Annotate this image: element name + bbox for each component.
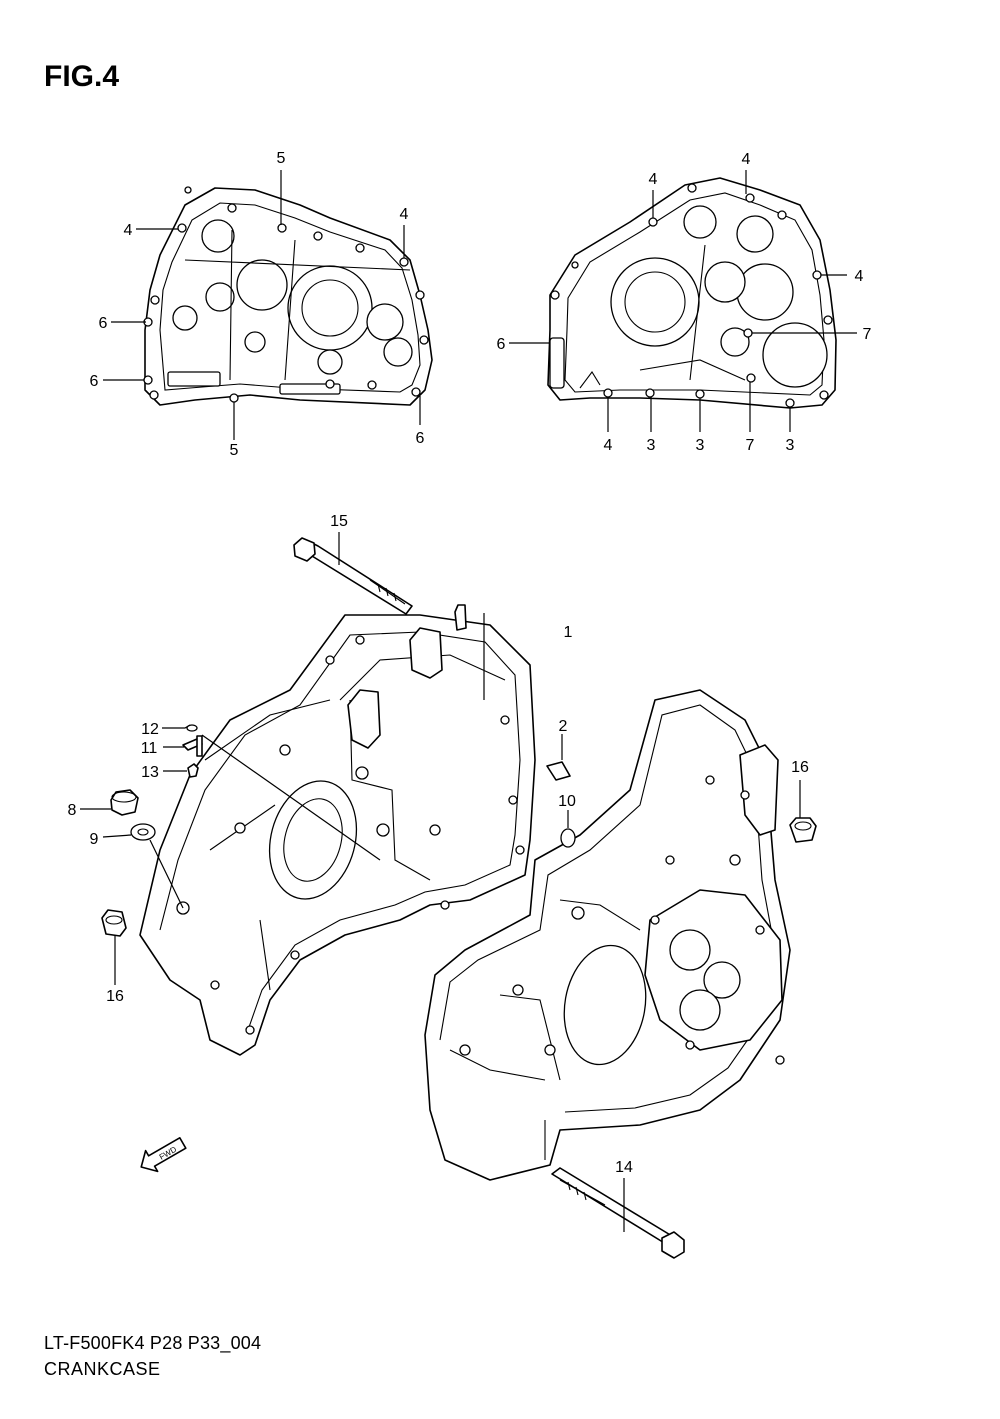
small-fittings-11-12-13 — [182, 724, 203, 778]
leader-lines — [80, 170, 857, 1232]
callout-main-14: 14 — [615, 1159, 633, 1176]
crankcase-right-part — [424, 689, 791, 1181]
callout-top-right-4c: 4 — [855, 268, 864, 285]
callout-main-16a: 16 — [106, 988, 124, 1005]
callout-top-right-3c: 3 — [786, 437, 795, 454]
callout-top-left-5a: 5 — [277, 150, 286, 167]
callout-top-right-7a: 7 — [863, 326, 872, 343]
callout-labels: 5 4 4 6 6 5 6 4 4 4 6 7 4 3 3 7 3 15 1 2… — [68, 150, 872, 1176]
gasket-9 — [130, 823, 156, 841]
callout-top-left-5b: 5 — [230, 442, 239, 459]
fwd-arrow-icon: FWD — [140, 1137, 187, 1173]
callout-top-right-4a: 4 — [649, 171, 658, 188]
figure-name: CRANKCASE — [44, 1359, 161, 1379]
crankcase-right-half-view — [547, 177, 837, 409]
callout-top-left-6b: 6 — [90, 373, 99, 390]
callout-top-right-6: 6 — [497, 336, 506, 353]
callout-top-left-6c: 6 — [416, 430, 425, 447]
dowel-pin-2 — [546, 761, 571, 781]
callout-main-8: 8 — [68, 802, 77, 819]
crankcase-left-part — [139, 604, 536, 1056]
nut-16-right — [789, 817, 817, 843]
callout-main-13: 13 — [141, 764, 159, 781]
callout-top-left-4a: 4 — [124, 222, 133, 239]
nut-16-left — [101, 909, 127, 937]
callout-top-right-4b: 4 — [742, 151, 751, 168]
callout-main-9: 9 — [90, 831, 99, 848]
crankcase-left-half-view — [143, 186, 433, 406]
plug-8 — [110, 789, 139, 816]
callout-top-right-7b: 7 — [746, 437, 755, 454]
callout-main-1: 1 — [564, 624, 573, 641]
callout-top-left-6a: 6 — [99, 315, 108, 332]
callout-main-10: 10 — [558, 793, 576, 810]
callout-main-11: 11 — [141, 740, 158, 757]
model-code: LT-F500FK4 P28 P33_004 — [44, 1333, 262, 1353]
callout-top-right-4d: 4 — [604, 437, 613, 454]
callout-main-16b: 16 — [791, 759, 809, 776]
figure-title: FIG.4 — [44, 60, 120, 93]
callout-main-12: 12 — [141, 721, 159, 738]
o-ring-10 — [560, 828, 576, 848]
callout-main-2: 2 — [559, 718, 568, 735]
bolt-15 — [293, 537, 413, 615]
callout-top-right-3a: 3 — [647, 437, 656, 454]
bolt-14 — [551, 1167, 685, 1259]
callout-top-left-4b: 4 — [400, 206, 409, 223]
callout-top-right-3b: 3 — [696, 437, 705, 454]
callout-main-15: 15 — [330, 513, 348, 530]
